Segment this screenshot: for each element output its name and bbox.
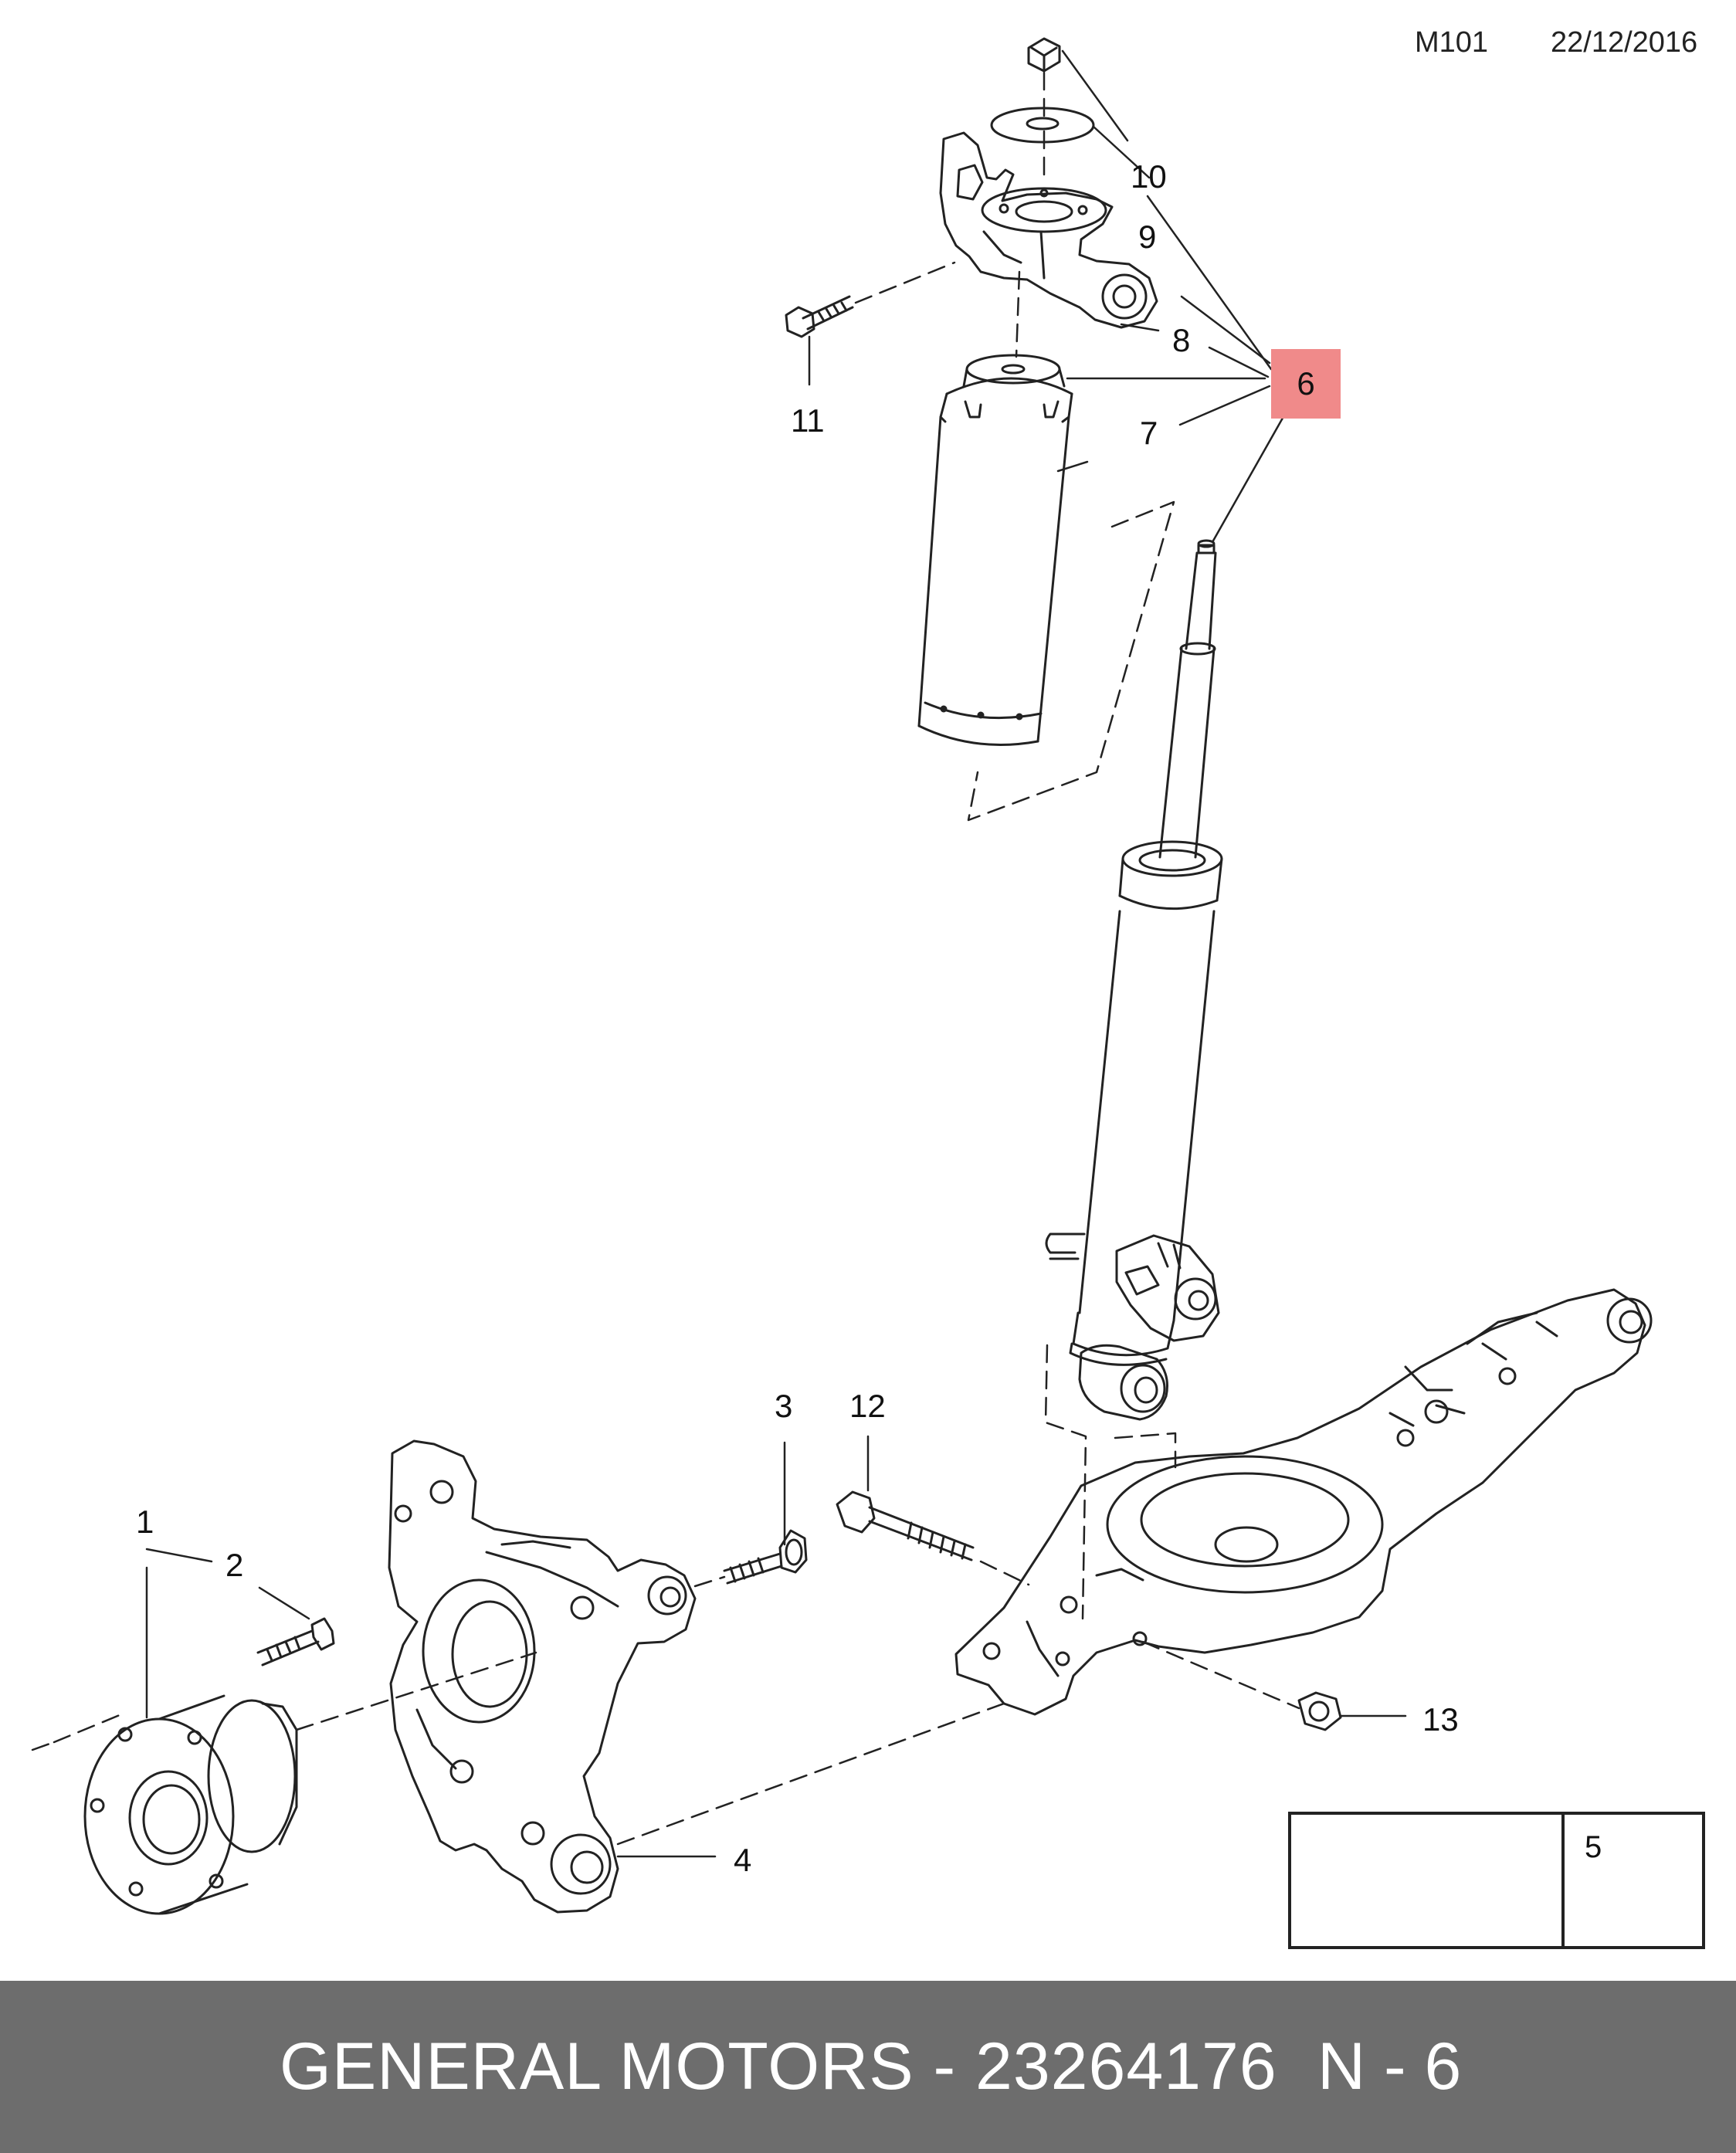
footer-bar: GENERAL MOTORS - 23264176 N - 6	[0, 1981, 1736, 2153]
part-9-washer	[990, 107, 1095, 144]
callout-10: 10	[1131, 158, 1167, 195]
diagram-code: M101	[1415, 26, 1489, 59]
callout-13: 13	[1422, 1701, 1459, 1738]
part-12-bolt	[836, 1490, 975, 1561]
part-13-nut	[1297, 1691, 1342, 1731]
part-10-nut	[1027, 37, 1061, 73]
callout-6-highlighted: 6	[1271, 349, 1341, 419]
assembly-lines	[31, 71, 1300, 1846]
part-11-bolt	[785, 295, 854, 338]
leader-lines	[145, 49, 1407, 1858]
callout-7: 7	[1140, 415, 1158, 451]
callout-8: 8	[1172, 322, 1191, 358]
legend-divider	[1561, 1815, 1565, 1946]
part-8-upper-mount	[939, 131, 1158, 329]
footer-part-number: GENERAL MOTORS - 23264176	[280, 2029, 1277, 2104]
part-4-knuckle	[388, 1439, 697, 1914]
part-1-wheel-hub	[83, 1694, 298, 1915]
callout-1: 1	[136, 1504, 154, 1540]
part-7-dust-boot	[917, 354, 1073, 746]
diagram-date: 22/12/2016	[1551, 26, 1698, 59]
callout-6-label: 6	[1297, 365, 1315, 402]
part-6-lower-bushing	[1078, 1344, 1168, 1421]
legend-note-number: 5	[1585, 1830, 1602, 1864]
callout-2: 2	[225, 1547, 244, 1583]
part-3-bolt	[723, 1529, 808, 1585]
lower-control-arm	[954, 1288, 1653, 1716]
callout-9: 9	[1138, 219, 1157, 255]
callout-4: 4	[734, 1842, 752, 1878]
callout-3: 3	[775, 1388, 793, 1424]
footer-reference: N - 6	[1317, 2029, 1462, 2104]
legend-box: 5	[1288, 1812, 1705, 1949]
part-2-wheel-stud	[256, 1617, 335, 1666]
callout-12: 12	[849, 1388, 886, 1424]
callout-11: 11	[791, 402, 825, 439]
part-6-shock-absorber	[1045, 539, 1223, 1366]
